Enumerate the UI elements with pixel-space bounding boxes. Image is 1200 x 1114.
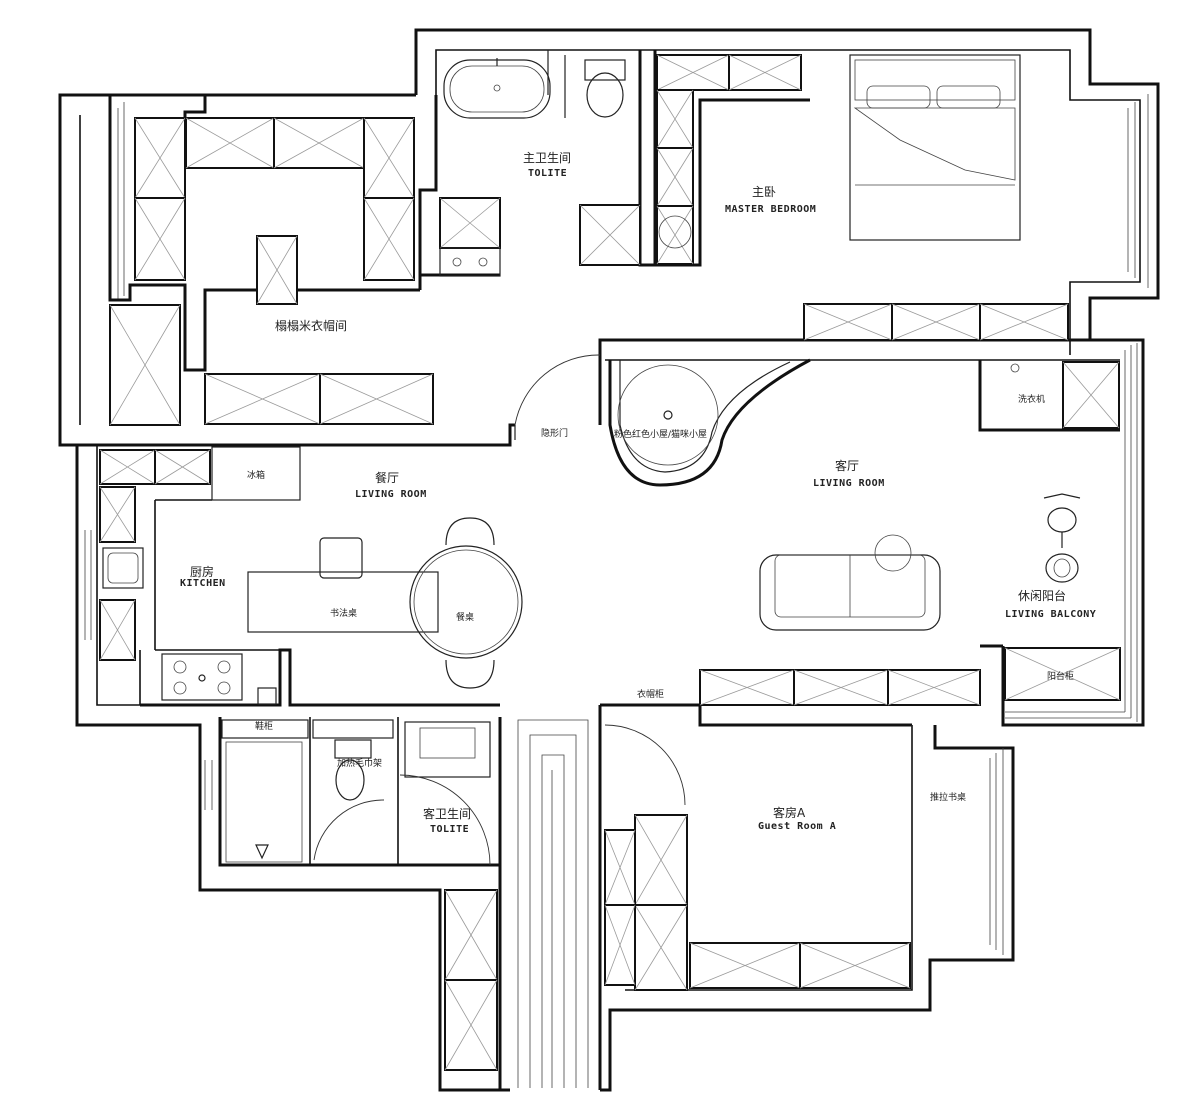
fridge-label: 冰箱	[247, 469, 265, 481]
hidden-door-label: 隐形门	[541, 427, 568, 439]
living-label-cn: 客厅	[835, 458, 859, 473]
guest-bath-fixtures	[221, 719, 491, 866]
room-labels: 主卫生间 TOLITE 主卧 MASTER BEDROOM 榻榻米衣帽间 餐厅 …	[180, 151, 1096, 835]
dining-label-en: LIVING ROOM	[355, 489, 427, 500]
towel-rack-label: 加热毛巾架	[337, 757, 382, 769]
guest-bath-label-cn: 客卫生间	[423, 806, 471, 821]
balcony-label-cn: 休闲阳台	[1018, 588, 1066, 603]
guest-room-label-en: Guest Room A	[758, 821, 836, 832]
washer-label: 洗衣机	[1018, 393, 1045, 405]
walk-in-closet-label: 榻榻米衣帽间	[275, 318, 347, 333]
cat-house-label: 粉色红色小屋/猫咪小屋	[614, 428, 707, 440]
balcony-label-en: LIVING BALCONY	[1005, 609, 1096, 620]
exterior-walls	[58, 28, 1160, 1092]
master-bedroom-label-cn: 主卧	[752, 185, 776, 199]
kitchen-label-cn: 厨房	[190, 564, 214, 579]
dining-table-label: 餐桌	[456, 611, 474, 623]
living-label-en: LIVING ROOM	[813, 478, 885, 489]
guest-room-furniture	[604, 725, 913, 991]
balcony-cabinet-label: 阳台柜	[1047, 670, 1074, 682]
shoe-cabinet-label: 鞋柜	[255, 720, 273, 732]
master-bedroom-label-en: MASTER BEDROOM	[725, 204, 816, 215]
guest-bath-label-en: TOLITE	[430, 824, 469, 835]
master-bath-label-cn: 主卫生间	[523, 151, 571, 165]
guest-room-label-cn: 客房A	[773, 805, 806, 820]
wardrobe-label: 衣帽柜	[637, 688, 664, 700]
master-bedroom-furniture	[656, 54, 1069, 341]
dining-label-cn: 餐厅	[375, 470, 399, 485]
master-bath-fixtures	[439, 50, 641, 277]
kitchen-label-en: KITCHEN	[180, 578, 226, 589]
fixture-labels: 冰箱 书法桌 餐桌 隐形门 粉色红色小屋/猫咪小屋 洗衣机 鞋柜 加热毛巾架 衣…	[247, 393, 1074, 803]
corridor-floor-pattern	[444, 719, 686, 1088]
desk-label: 书法桌	[330, 607, 357, 619]
closet-cabinets	[109, 117, 434, 426]
master-bath-label-en: TOLITE	[528, 168, 567, 179]
living-furniture	[99, 354, 1121, 706]
desk-sliding-label: 推拉书桌	[930, 791, 966, 803]
